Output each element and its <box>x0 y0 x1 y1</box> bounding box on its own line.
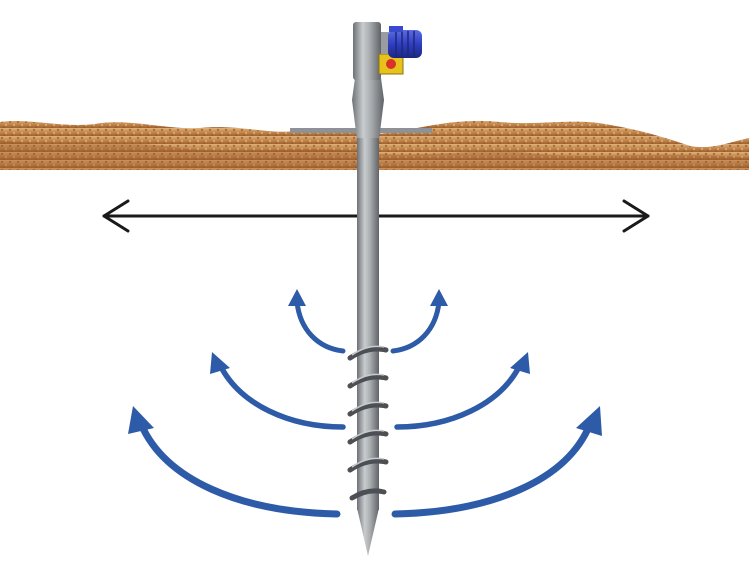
arrowhead-small-right <box>430 289 448 306</box>
arrowhead-large-left <box>128 406 154 434</box>
arrowhead-medium-left <box>210 352 230 374</box>
flow-arrowheads <box>128 289 602 436</box>
flow-arrow-large-right <box>391 420 594 518</box>
pile-shaft <box>357 138 379 510</box>
flow-arrow-small-left <box>294 299 346 354</box>
helical-flight <box>347 346 389 501</box>
screw-pile <box>290 78 432 556</box>
control-switch-icon <box>386 59 396 69</box>
gearbox <box>353 22 381 80</box>
arrowhead-large-right <box>576 406 602 436</box>
pile-collar <box>352 78 384 140</box>
flow-arrow-medium-left <box>217 362 346 430</box>
flow-arrow-small-right <box>390 299 442 354</box>
flow-arrow-medium-right <box>394 362 523 430</box>
arrowhead-medium-right <box>510 352 530 374</box>
pile-tip <box>357 508 379 556</box>
drive-head <box>353 22 422 80</box>
flow-arrow-large-left <box>137 420 341 518</box>
electric-motor <box>388 30 422 58</box>
arrowhead-small-left <box>288 289 306 306</box>
upward-flow-arrows <box>137 299 594 518</box>
